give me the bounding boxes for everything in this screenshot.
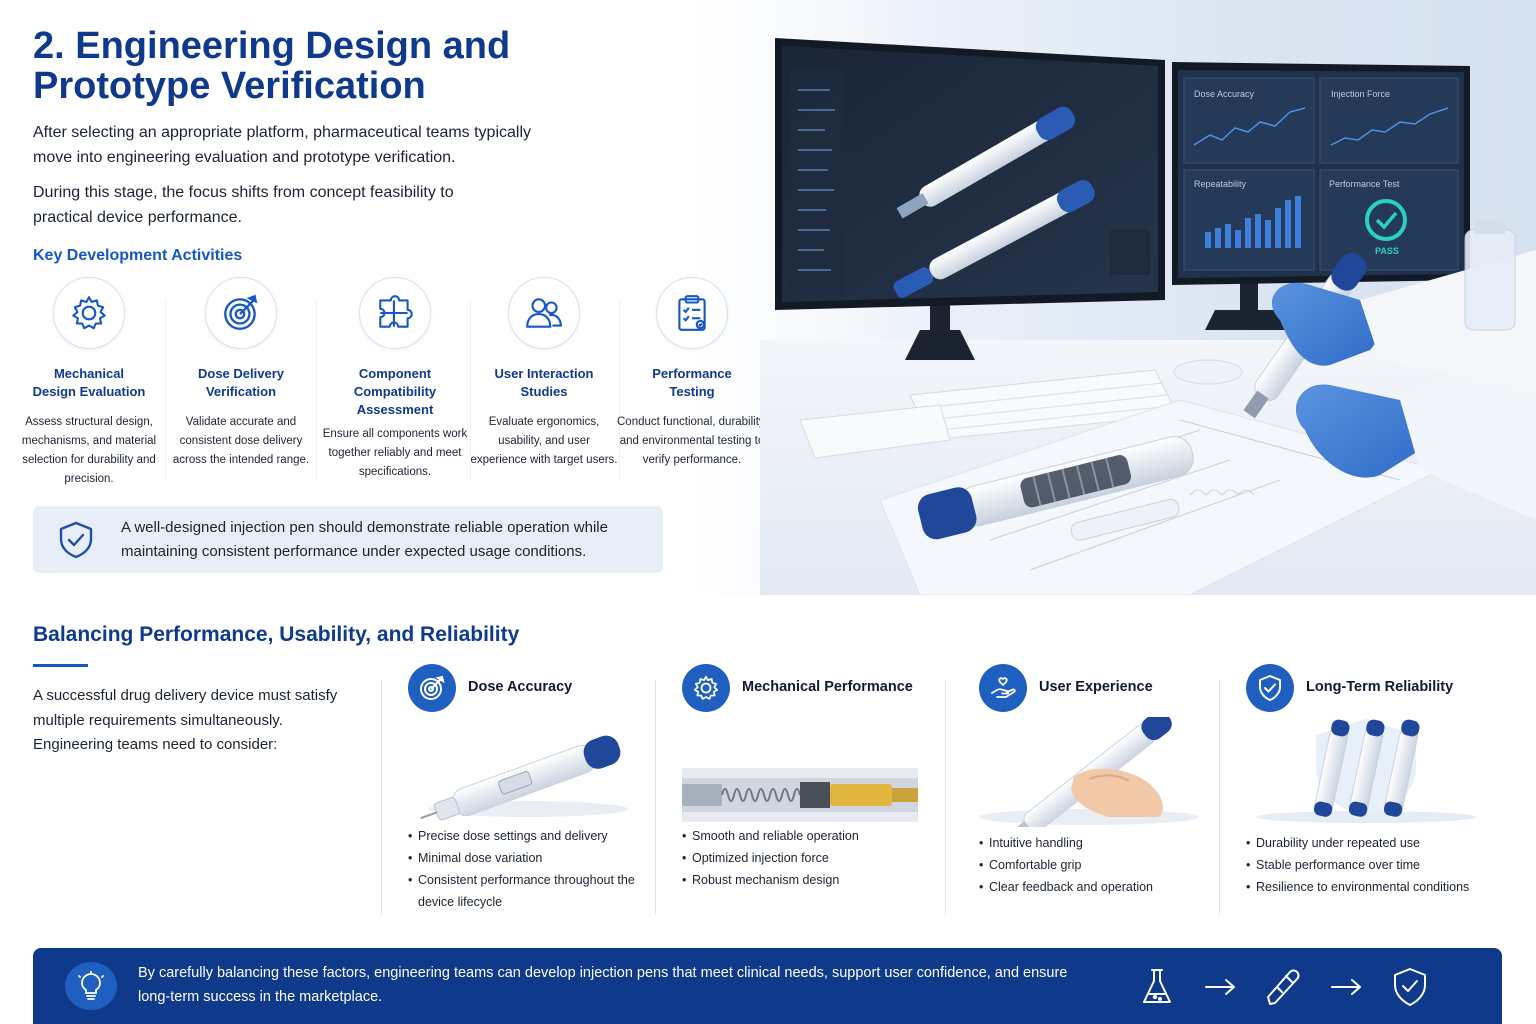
- activity-icon-circle: [656, 277, 728, 349]
- activity-name: Mechanical Design Evaluation: [32, 366, 146, 399]
- bullet-item: Resilience to environmental conditions: [1246, 876, 1481, 898]
- process-flow-icons: [1143, 968, 1426, 1006]
- activity-name: Component Compatibility Assessment: [353, 366, 437, 417]
- puzzle-icon: [379, 295, 413, 328]
- callout-box: A well-designed injection pen should dem…: [33, 506, 663, 573]
- hand-icon: [991, 677, 1016, 698]
- activities-heading: Key Development Activities: [33, 247, 243, 264]
- activity-divider: [619, 300, 620, 480]
- hand-holding-pen-image: [979, 717, 1199, 827]
- lightbulb-icon: [78, 971, 104, 1000]
- card-icon-badge: [1246, 664, 1294, 712]
- activity-dose-delivery: Dose Delivery Verification Validate accu…: [166, 277, 316, 470]
- card-title: Dose Accuracy: [468, 679, 573, 695]
- activity-name: Performance Testing: [652, 366, 732, 399]
- users-icon: [526, 298, 562, 328]
- card-icon-badge: [979, 664, 1027, 712]
- activity-performance-testing: Performance Testing Conduct functional, …: [617, 277, 767, 470]
- bullet-item: Durability under repeated use: [1246, 832, 1481, 854]
- banner-text: By carefully balancing these factors, en…: [138, 965, 1068, 1005]
- bullet-item: Intuitive handling: [979, 832, 1214, 854]
- activity-mechanical-design: Mechanical Design Evaluation Assess stru…: [14, 277, 164, 489]
- balance-intro-1: A successful drug delivery device must s…: [33, 687, 338, 729]
- activity-description: Conduct functional, durability, and envi…: [617, 416, 768, 466]
- bullet-item: Stable performance over time: [1246, 854, 1481, 876]
- bullet-item: Minimal dose variation: [408, 847, 643, 869]
- activity-description: Evaluate ergonomics, usability, and user…: [470, 416, 618, 466]
- monitor-panel-title: Repeatability: [1194, 179, 1247, 189]
- shield-check-icon: [59, 521, 93, 559]
- clipboard-icon: [678, 295, 706, 331]
- pen-image: [420, 735, 628, 821]
- activity-description: Validate accurate and consistent dose de…: [172, 416, 310, 466]
- callout-text: A well-designed injection pen should dem…: [121, 519, 608, 560]
- shield-check-icon: [1394, 968, 1426, 1006]
- target-icon: [420, 675, 445, 700]
- intro-paragraph-2: During this stage, the focus shifts from…: [33, 184, 454, 226]
- card-bullets: Intuitive handling Comfortable grip Clea…: [979, 832, 1214, 898]
- target-icon: [224, 294, 258, 330]
- bullet-item: Smooth and reliable operation: [682, 825, 917, 847]
- pass-label: PASS: [1375, 246, 1399, 256]
- balance-intro-2: Engineering teams need to consider:: [33, 736, 278, 753]
- card-title: Mechanical Performance: [742, 679, 913, 695]
- card-title: User Experience: [1039, 679, 1153, 695]
- card-bullets: Precise dose settings and delivery Minim…: [408, 825, 643, 913]
- balance-title: Balancing Performance, Usability, and Re…: [33, 623, 520, 646]
- title-underline: [33, 664, 88, 667]
- monitor-panel-title: Dose Accuracy: [1194, 89, 1255, 99]
- mechanism-cutaway-image: [682, 768, 918, 822]
- intro-paragraph-1: After selecting an appropriate platform,…: [33, 124, 532, 166]
- activity-icon-circle: [205, 277, 277, 349]
- activity-name: Dose Delivery Verification: [198, 366, 284, 399]
- gear-icon: [72, 296, 106, 330]
- page-title: 2. Engineering Design and Prototype Veri…: [33, 25, 511, 107]
- bulb-badge: [65, 962, 117, 1010]
- activity-component-compatibility: Component Compatibility Assessment Ensur…: [320, 277, 470, 482]
- activity-icon-circle: [508, 277, 580, 349]
- activity-description: Ensure all components work together reli…: [322, 428, 468, 478]
- bullet-item: Consistent performance throughout the de…: [408, 869, 643, 913]
- balance-intro: A successful drug delivery device must s…: [33, 684, 363, 758]
- activity-icon-circle: [53, 277, 125, 349]
- card-title: Long-Term Reliability: [1306, 679, 1454, 695]
- bullet-item: Clear feedback and operation: [979, 876, 1214, 898]
- arrow-right-icon: [1331, 979, 1361, 995]
- bullet-item: Precise dose settings and delivery: [408, 825, 643, 847]
- column-divider: [945, 680, 946, 915]
- activity-divider: [165, 300, 166, 480]
- bullet-item: Comfortable grip: [979, 854, 1214, 876]
- three-pens-image: [1256, 719, 1476, 823]
- monitor-panel-title: Performance Test: [1329, 179, 1400, 189]
- card-bullets: Smooth and reliable operation Optimized …: [682, 825, 917, 891]
- lab-illustration: Dose Accuracy Injection Force Repeatabil…: [760, 0, 1536, 595]
- activity-divider: [470, 300, 471, 480]
- top-section: 2. Engineering Design and Prototype Veri…: [0, 0, 1536, 595]
- activity-user-interaction: User Interaction Studies Evaluate ergono…: [469, 277, 619, 470]
- activity-divider: [316, 300, 317, 480]
- activity-icon-circle: [359, 277, 431, 349]
- column-divider: [381, 680, 382, 915]
- card-bullets: Durability under repeated use Stable per…: [1246, 832, 1481, 898]
- column-divider: [655, 680, 656, 915]
- summary-banner: By carefully balancing these factors, en…: [33, 948, 1502, 1024]
- flask-icon: [1143, 969, 1171, 1003]
- bullet-item: Optimized injection force: [682, 847, 917, 869]
- card-icon-badge: [682, 664, 730, 712]
- bullet-item: Robust mechanism design: [682, 869, 917, 891]
- card-icon-badge: [408, 664, 456, 712]
- gear-icon: [693, 675, 719, 700]
- arrow-right-icon: [1205, 979, 1235, 995]
- pen-icon: [1267, 969, 1300, 1005]
- column-divider: [1219, 680, 1220, 915]
- activity-description: Assess structural design, mechanisms, an…: [21, 416, 157, 485]
- workstation-graphic: Dose Accuracy Injection Force Repeatabil…: [760, 0, 1536, 595]
- shield-check-icon: [1259, 675, 1281, 701]
- monitor-panel-title: Injection Force: [1331, 89, 1390, 99]
- activity-name: User Interaction Studies: [494, 366, 594, 399]
